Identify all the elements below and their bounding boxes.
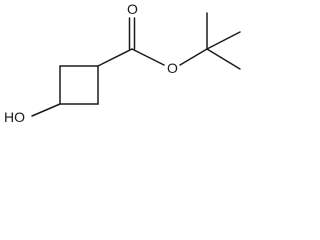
ester-to-tert-butyl-bond xyxy=(179,48,208,66)
chemical-structure-diagram: HO O O xyxy=(4,1,241,125)
carbonyl-oxygen-label: O xyxy=(127,1,138,17)
ester-oxygen-label: O xyxy=(167,60,178,76)
hydroxyl-label: HO xyxy=(4,109,25,125)
methyl-bond-upper-right xyxy=(206,31,241,50)
methyl-bond-lower-right xyxy=(206,48,241,70)
ester-single-bond xyxy=(131,48,165,66)
ring-to-carbonyl-bond xyxy=(97,48,133,67)
hydroxyl-bond xyxy=(31,103,61,117)
